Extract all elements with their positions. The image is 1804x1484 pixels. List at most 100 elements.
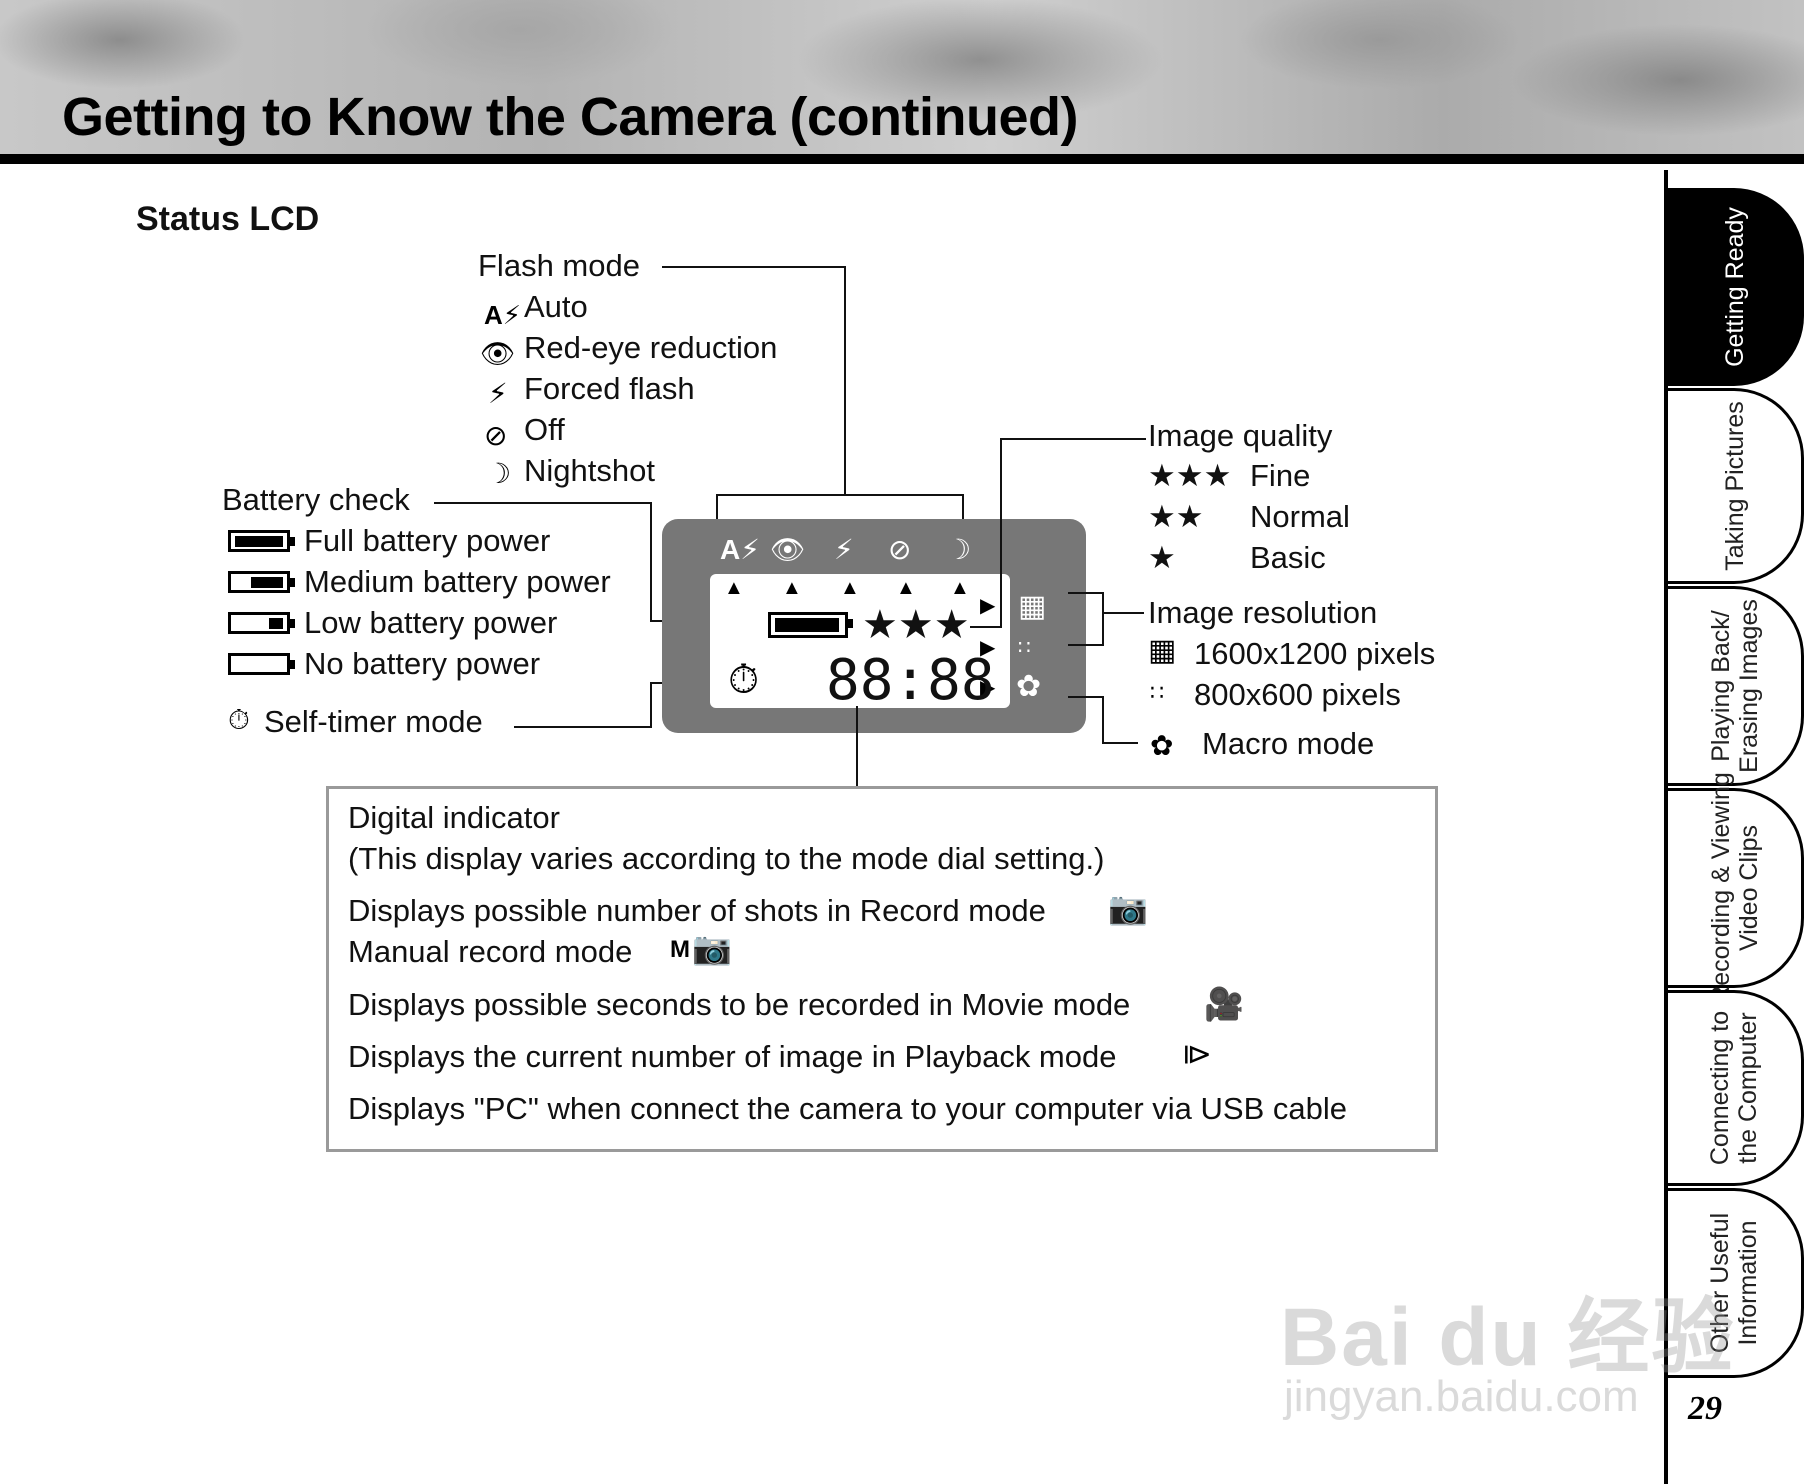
quality-normal-label: Normal [1250, 499, 1350, 534]
record-mode-text: Displays possible number of shots in Rec… [348, 893, 1046, 928]
movie-camera-icon: 🎥 [1204, 986, 1244, 1022]
lcd-arrow-up-icon: ▲ [840, 577, 860, 599]
page-header: Getting to Know the Camera (continued) [0, 0, 1804, 164]
lcd-quality-stars: ★★★ [862, 603, 970, 647]
leader-line [716, 494, 718, 530]
lcd-macro-icon: ✿ [1016, 670, 1042, 703]
battery-full-icon [228, 530, 295, 552]
auto-flash-icon: A⚡ [484, 300, 522, 330]
battery-full-label: Full battery power [304, 523, 551, 558]
tab-other-information[interactable]: Other Useful Information [1668, 1188, 1804, 1378]
leader-line [1102, 742, 1138, 744]
flash-redeye-label: Red-eye reduction [524, 330, 778, 365]
leader-line [1102, 592, 1104, 646]
sidebar-divider [1664, 170, 1668, 1484]
leader-line [434, 502, 652, 504]
battery-empty-label: No battery power [304, 646, 541, 681]
lcd-auto-flash-icon: A⚡ [720, 534, 760, 565]
pc-mode-text: Displays "PC" when connect the camera to… [348, 1091, 1347, 1126]
watermark-url: jingyan.baidu.com [1284, 1372, 1639, 1421]
leader-line [514, 726, 650, 728]
resolution-small-icon: ∷ [1150, 680, 1164, 705]
leader-line [962, 494, 964, 530]
leader-line [1000, 438, 1146, 440]
leader-line [844, 266, 846, 496]
leader-line [1068, 644, 1104, 646]
image-quality-label: Image quality [1148, 418, 1333, 453]
tab-label: Getting Ready [1720, 207, 1749, 367]
lcd-resolution-small-icon: ∷ [1018, 637, 1031, 659]
forced-flash-icon: ⚡ [488, 378, 508, 409]
flash-mode-label: Flash mode [478, 248, 640, 283]
lcd-digits: 88:88 [826, 648, 995, 713]
lcd-forced-flash-icon: ⚡ [834, 534, 854, 565]
leader-line [1102, 612, 1144, 614]
digital-indicator-box [326, 786, 1438, 1152]
digital-indicator-note: (This display varies according to the mo… [348, 841, 1105, 876]
movie-mode-text: Displays possible seconds to be recorded… [348, 987, 1131, 1022]
tab-label: Recording & Viewing Video Clips [1706, 772, 1763, 1004]
flash-off-label: Off [524, 412, 565, 447]
tab-recording-video[interactable]: Recording & Viewing Video Clips [1668, 772, 1804, 1004]
quality-stars: ★★★ [1148, 458, 1232, 493]
red-eye-icon: 👁 [480, 338, 516, 369]
lcd-nightshot-icon: ☽ [946, 534, 972, 565]
quality-stars: ★ [1148, 540, 1176, 575]
lcd-arrow-right-icon: ▶ [980, 677, 996, 699]
lcd-arrow-right-icon: ▶ [980, 595, 996, 617]
battery-low-label: Low battery power [304, 605, 558, 640]
quality-basic-label: Basic [1250, 540, 1326, 575]
lcd-arrow-right-icon: ▶ [980, 637, 996, 659]
section-heading: Status LCD [136, 200, 320, 238]
lcd-battery-icon [768, 612, 853, 638]
flash-auto-label: Auto [524, 289, 588, 324]
image-resolution-label: Image resolution [1148, 595, 1378, 630]
tab-taking-pictures[interactable]: Taking Pictures [1668, 388, 1804, 584]
quality-stars: ★★ [1148, 499, 1204, 534]
flash-forced-label: Forced flash [524, 371, 695, 406]
resolution-small-label: 800x600 pixels [1194, 677, 1401, 712]
lcd-arrow-up-icon: ▲ [896, 577, 916, 599]
lcd-screen [710, 574, 1010, 708]
leader-line [970, 626, 1002, 628]
lcd-red-eye-icon: 👁 [770, 534, 806, 565]
battery-medium-label: Medium battery power [304, 564, 611, 599]
tab-getting-ready[interactable]: Getting Ready [1668, 188, 1804, 386]
playback-icon: ⧐ [1182, 1038, 1212, 1071]
leader-line [716, 494, 964, 496]
leader-line [1000, 438, 1002, 628]
resolution-large-icon: ▦ [1148, 634, 1177, 667]
leader-line [662, 266, 846, 268]
page-title: Getting to Know the Camera (continued) [62, 87, 1079, 147]
battery-low-icon [228, 612, 295, 634]
watermark-logo: Bai du 经验 [1280, 1292, 1736, 1383]
manual-camera-icon: 📷 [692, 930, 732, 966]
leader-line [1102, 696, 1104, 744]
lcd-arrow-up-icon: ▲ [782, 577, 802, 599]
leader-line [1068, 592, 1104, 594]
flash-off-icon: ⊘ [484, 420, 508, 451]
lcd-resolution-large-icon: ▦ [1018, 590, 1047, 623]
battery-empty-icon [228, 653, 295, 675]
lcd-flash-off-icon: ⊘ [888, 534, 912, 565]
leader-line [650, 502, 652, 622]
nightshot-icon: ☽ [486, 458, 512, 489]
lcd-arrow-up-icon: ▲ [724, 577, 744, 599]
lcd-arrow-up-icon: ▲ [950, 577, 970, 599]
self-timer-icon: ⏱ [228, 704, 250, 735]
tab-playing-back[interactable]: Playing Back/ Erasing Images [1668, 586, 1804, 786]
macro-icon: ✿ [1150, 730, 1174, 761]
leader-line [856, 706, 858, 788]
flash-nightshot-label: Nightshot [524, 453, 655, 488]
battery-check-label: Battery check [222, 482, 410, 517]
lcd-self-timer-icon: ⏱ [728, 658, 760, 702]
leader-line [1068, 696, 1104, 698]
tab-label: Playing Back/ Erasing Images [1706, 599, 1763, 773]
manual-camera-icon-letter: M [670, 936, 690, 963]
macro-label: Macro mode [1202, 726, 1375, 761]
page-number: 29 [1688, 1390, 1722, 1427]
self-timer-label: Self-timer mode [264, 704, 483, 739]
leader-line [650, 682, 652, 728]
tab-label: Taking Pictures [1720, 401, 1749, 571]
tab-connecting-computer[interactable]: Connecting to the Computer [1668, 990, 1804, 1186]
